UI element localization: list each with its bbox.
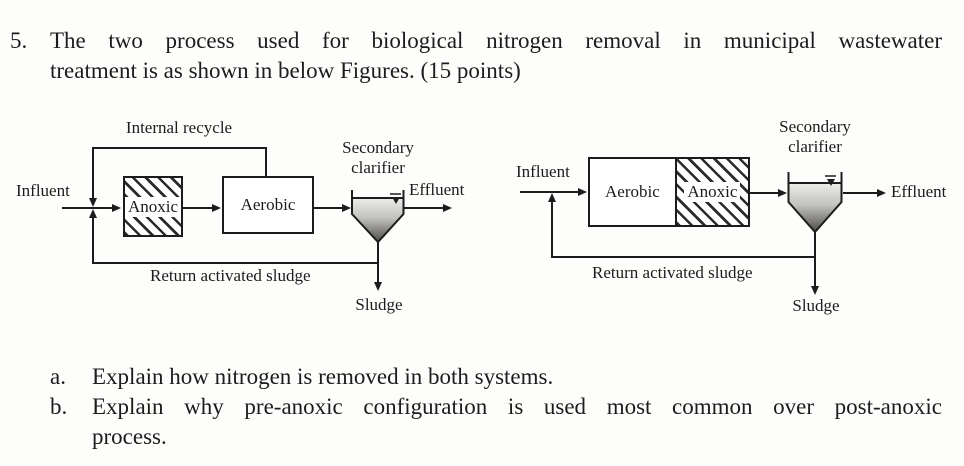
return-sludge-line [551, 256, 816, 258]
sludge-arrowhead-icon [374, 282, 382, 291]
return-sludge-arrowhead-icon [548, 193, 556, 202]
internal-recycle-line [92, 148, 94, 198]
effluent-line [843, 192, 877, 194]
secondary-clarifier-label: Secondary clarifier [779, 117, 851, 156]
question-text-line-2: treatment is as shown in below Figures. … [50, 58, 521, 83]
question-text-line-1: The two process used for biological nitr… [50, 28, 942, 53]
influent-line [520, 191, 579, 193]
influent-arrowhead-icon [578, 188, 587, 196]
water-level-icon [390, 193, 401, 204]
influent-label: Influent [516, 162, 570, 181]
water-level-icon [825, 175, 836, 186]
effluent-arrowhead-icon [877, 189, 886, 197]
flow-arrowhead-icon [212, 204, 221, 212]
subquestion-a-text: Explain how nitrogen is removed in both … [92, 364, 554, 389]
aerobic-reactor-box: Aerobic [222, 176, 314, 234]
return-activated-sludge-label: Return activated sludge [150, 266, 311, 285]
sludge-label: Sludge [355, 295, 403, 314]
flow-line [750, 192, 779, 194]
influent-line [62, 207, 113, 209]
internal-recycle-label: Internal recycle [125, 118, 233, 137]
flow-arrowhead-icon [342, 204, 351, 212]
internal-recycle-line [265, 148, 267, 177]
effluent-line [403, 207, 444, 209]
anoxic-label: Anoxic [124, 196, 182, 217]
secondary-clarifier-shape [787, 172, 843, 234]
aerobic-label: Aerobic [605, 182, 660, 201]
influent-arrowhead-icon [112, 204, 121, 212]
internal-recycle-arrowhead-icon [89, 198, 97, 207]
return-sludge-line [92, 262, 379, 264]
return-sludge-arrowhead-icon [89, 209, 97, 218]
secondary-clarifier-label: Secondary clarifier [342, 138, 414, 177]
secondary-clarifier-shape [351, 190, 405, 244]
subquestion-b-text-line-1: Explain why pre-anoxic configuration is … [92, 394, 942, 419]
aerobic-label: Aerobic [240, 195, 296, 214]
internal-recycle-line [92, 147, 267, 149]
anoxic-label: Anoxic [684, 182, 741, 202]
subquestion-b-text-line-2: process. [92, 424, 167, 449]
question-number: 5. [10, 28, 28, 53]
effluent-label: Effluent [409, 180, 465, 199]
influent-label: Influent [16, 181, 70, 200]
aerobic-reactor-cell: Aerobic [590, 159, 675, 225]
flow-line [314, 207, 343, 209]
sludge-line [814, 232, 816, 286]
anoxic-reactor-box: Anoxic [123, 176, 183, 237]
effluent-label: Effluent [891, 182, 947, 201]
effluent-arrowhead-icon [443, 204, 452, 212]
subquestion-b-label: b. [50, 394, 68, 419]
return-sludge-line [92, 216, 94, 262]
flow-arrowhead-icon [778, 189, 787, 197]
subquestion-a-label: a. [50, 364, 66, 389]
flow-line [183, 207, 212, 209]
return-sludge-line [551, 200, 553, 256]
anoxic-reactor-cell: Anoxic [674, 159, 748, 225]
combined-reactor-box: Aerobic Anoxic [588, 157, 750, 227]
sludge-label: Sludge [792, 296, 840, 315]
return-activated-sludge-label: Return activated sludge [592, 263, 753, 282]
sludge-arrowhead-icon [811, 286, 819, 295]
